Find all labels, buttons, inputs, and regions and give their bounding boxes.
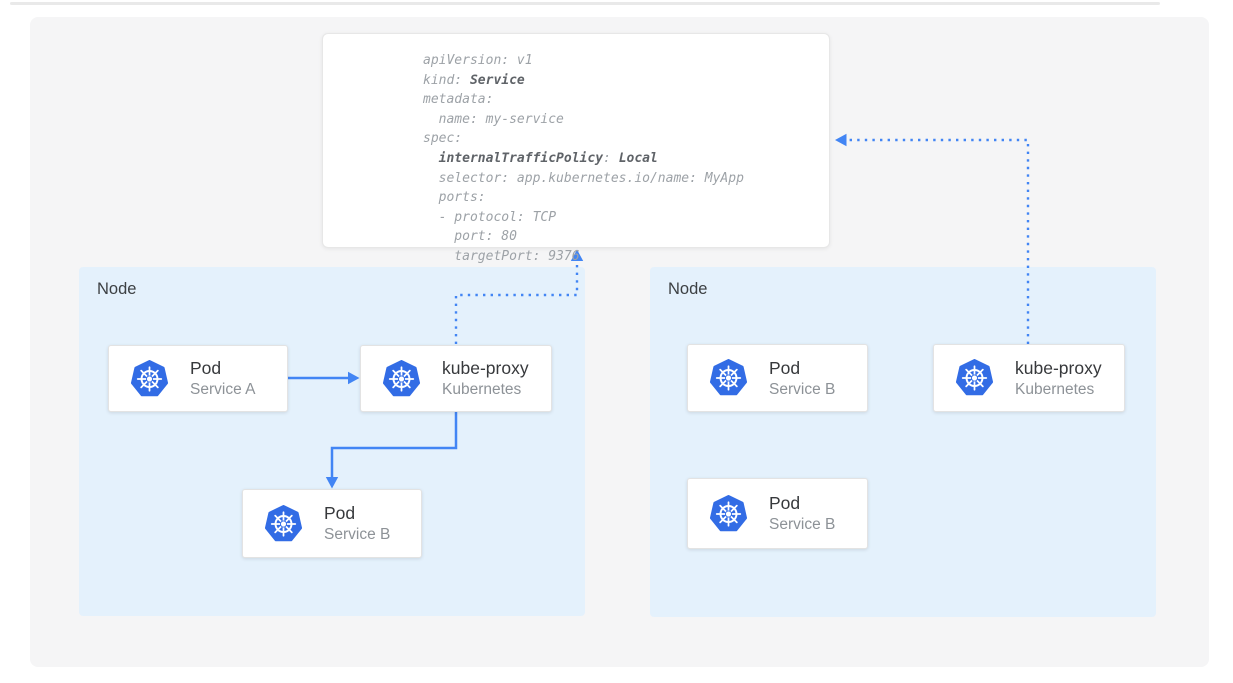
kubernetes-icon <box>709 495 748 533</box>
kubernetes-icon <box>382 360 421 398</box>
kube-proxy-card-right: kube-proxy Kubernetes <box>933 344 1125 412</box>
card-subtitle: Service B <box>769 516 836 533</box>
kubernetes-icon <box>130 360 169 398</box>
card-subtitle: Kubernetes <box>1015 380 1095 398</box>
card-subtitle: Service B <box>324 526 391 543</box>
pod-card-service-b-right-bottom: Pod Service B <box>687 478 868 549</box>
kube-proxy-card-left: kube-proxy Kubernetes <box>360 345 552 412</box>
pod-card-service-b-right-top: Pod Service B <box>687 344 868 412</box>
card-title: Pod <box>769 357 801 378</box>
kubernetes-icon <box>955 359 994 397</box>
card-title: Pod <box>190 358 222 378</box>
node-box-right: Node <box>650 267 1156 617</box>
pod-card-service-b-left: Pod Service B <box>242 489 422 558</box>
card-subtitle: Service B <box>769 380 836 398</box>
code-line: metadata: <box>423 92 494 108</box>
kubernetes-icon <box>709 359 748 397</box>
node-box-left: Node <box>79 267 585 616</box>
service-yaml-card: apiVersion: v1 kind: Service metadata: n… <box>322 33 830 264</box>
code-line: apiVersion: v1 <box>423 53 533 68</box>
code-line: spec: <box>423 131 463 147</box>
card-subtitle: Service A <box>190 381 256 398</box>
code-line: - protocol: TCP <box>423 209 557 225</box>
node-label: Node <box>97 280 137 298</box>
code-line: selector: app.kubernetes.io/name: MyApp <box>423 170 744 186</box>
kubernetes-icon <box>264 505 303 543</box>
code-line: targetPort: 9376 <box>423 248 580 264</box>
card-subtitle: Kubernetes <box>442 381 522 398</box>
code-line: ports: <box>423 190 486 206</box>
card-title: kube-proxy <box>442 358 529 378</box>
code-line: port: 80 <box>423 229 517 245</box>
pod-card-service-a: Pod Service A <box>108 345 288 412</box>
code-line: internalTrafficPolicy: Local <box>438 150 658 166</box>
card-title: Pod <box>769 493 801 513</box>
code-line: name: my-service <box>423 111 564 127</box>
code-line: kind: Service <box>423 72 525 88</box>
card-title: kube-proxy <box>1015 357 1102 378</box>
card-title: Pod <box>324 503 356 523</box>
top-divider <box>10 2 1160 5</box>
node-label: Node <box>668 280 708 298</box>
